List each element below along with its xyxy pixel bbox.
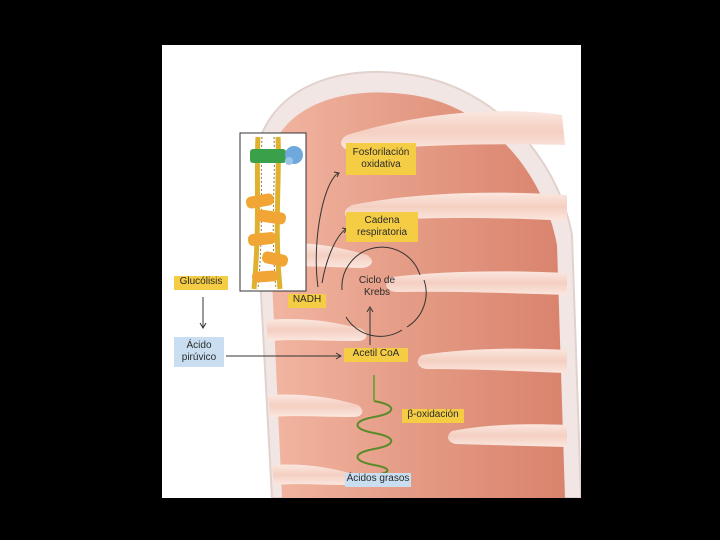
atp-synthase: [250, 149, 286, 163]
label-fosforilacion: Fosforilación oxidativa: [346, 143, 416, 175]
label-acido-piruvico: Ácido pirúvico: [174, 337, 224, 367]
label-acetil-coa: Acetil CoA: [344, 348, 408, 362]
complex-1: [245, 193, 275, 209]
mitochondrion-illustration: [199, 70, 581, 498]
complex-2: [255, 209, 287, 225]
label-beta-oxidacion: β-oxidación: [402, 409, 464, 423]
label-nadh: NADH: [288, 294, 326, 308]
complex-5: [252, 270, 279, 283]
fatty-acid-helix: [356, 375, 393, 476]
mitochondrion-figure: Fosforilación oxidativa Cadena respirato…: [162, 45, 581, 498]
krebs-cycle-arrows: [341, 246, 427, 337]
label-ciclo-krebs: Ciclo de Krebs: [358, 275, 396, 298]
complex-3: [247, 232, 277, 246]
label-glucolisis: Glucólisis: [174, 276, 228, 290]
label-cadena-respiratoria: Cadena respiratoria: [346, 212, 418, 242]
label-acidos-grasos: Ácidos grasos: [345, 473, 411, 487]
complex-4: [261, 251, 289, 267]
